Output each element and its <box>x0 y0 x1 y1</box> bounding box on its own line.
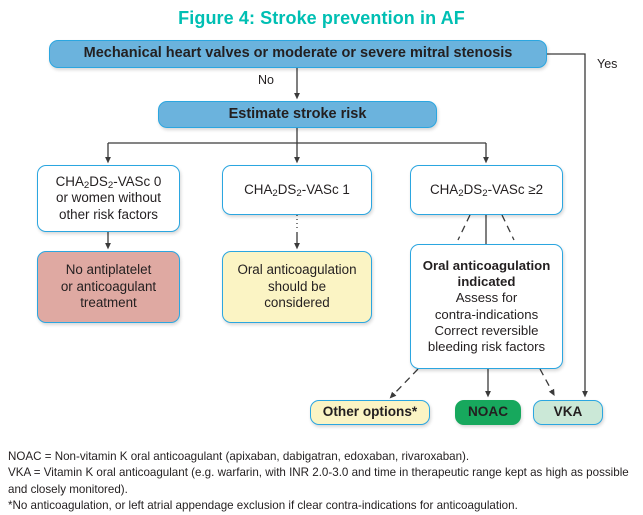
node-chadsvasc-1-label: CHA2DS2-VASc 1 <box>244 181 350 199</box>
node-vka-label: VKA <box>553 404 583 420</box>
node-mechanical-label: Mechanical heart valves or moderate or s… <box>83 45 513 62</box>
node-chadsvasc-2-or-more[interactable]: CHA2DS2-VASc ≥2 <box>410 165 563 215</box>
node-vka[interactable]: VKA <box>533 400 603 425</box>
footnote-noac: NOAC = Non-vitamin K oral anticoagulant … <box>8 450 470 463</box>
edge-label-no: No <box>258 73 274 87</box>
footnote-vka: VKA = Vitamin K oral anticoagulant (e.g.… <box>8 466 629 496</box>
node-estimate-label: Estimate stroke risk <box>228 105 367 122</box>
node-other-options[interactable]: Other options* <box>310 400 430 425</box>
node-noac[interactable]: NOAC <box>455 400 521 425</box>
footnotes: NOAC = Non-vitamin K oral anticoagulant … <box>8 449 638 515</box>
footnote-asterisk: *No anticoagulation, or left atrial appe… <box>8 499 518 513</box>
node-chadsvasc-2-or-more-label: CHA2DS2-VASc ≥2 <box>429 181 544 199</box>
node-other-options-label: Other options* <box>322 404 418 420</box>
node-noac-label: NOAC <box>467 404 509 420</box>
node-chadsvasc-1[interactable]: CHA2DS2-VASc 1 <box>222 165 372 215</box>
figure-title: Figure 4: Stroke prevention in AF <box>178 8 465 28</box>
node-mechanical-heart-valves[interactable]: Mechanical heart valves or moderate or s… <box>49 40 547 68</box>
edge-label-yes: Yes <box>597 57 618 71</box>
node-estimate-stroke-risk[interactable]: Estimate stroke risk <box>158 101 437 128</box>
